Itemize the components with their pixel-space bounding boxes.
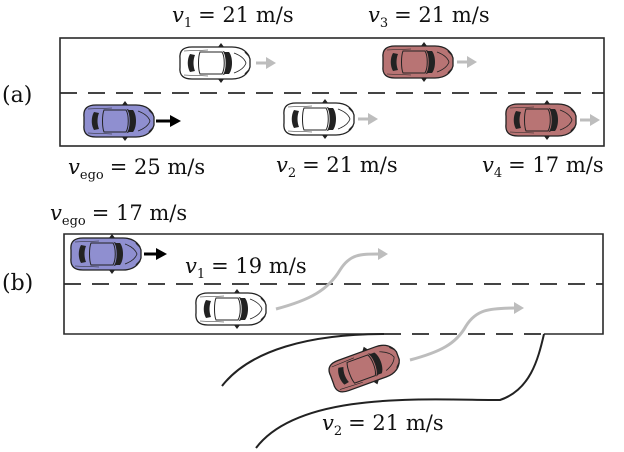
label-v2-a: v2= 21 m/s xyxy=(276,153,398,181)
arrow-v1-b xyxy=(275,248,388,311)
label-v2-b: v2= 21 m/s xyxy=(322,411,444,439)
car-ego-b xyxy=(70,233,142,275)
panel-b: (b) vego= 17 m/s v1= 19 m/ xyxy=(2,201,604,449)
car-v2-a xyxy=(283,98,355,140)
label-v1-a: v1= 21 m/s xyxy=(172,3,294,31)
car-v2-b xyxy=(324,336,406,400)
car-v4-a xyxy=(505,99,577,141)
panel-a: (a) xyxy=(2,3,605,183)
car-v1-b xyxy=(195,288,267,330)
car-v3-a xyxy=(382,41,454,83)
arrow-ego-b xyxy=(144,248,167,260)
arrow-v3-a xyxy=(457,56,477,68)
arrow-v4-a xyxy=(580,114,600,126)
car-ego-a xyxy=(83,100,155,142)
arrow-v1-a xyxy=(256,57,276,69)
label-v1-b: v1= 19 m/s xyxy=(185,254,307,282)
arrow-v2-a xyxy=(358,113,378,125)
ramp-edge-left xyxy=(221,333,385,387)
label-ego-b: vego= 17 m/s xyxy=(50,201,187,229)
ramp-edge-right xyxy=(255,333,545,449)
label-v4-a: v4= 17 m/s xyxy=(482,153,604,181)
panel-a-tag: (a) xyxy=(2,83,32,108)
road-b xyxy=(63,233,604,335)
arrow-ego-a xyxy=(156,115,181,127)
arrow-v2-b xyxy=(409,302,524,362)
panel-b-tag: (b) xyxy=(2,271,33,296)
road-a xyxy=(59,37,605,147)
label-v3-a: v3= 21 m/s xyxy=(368,3,490,31)
label-ego-a: vego= 25 m/s xyxy=(68,155,205,183)
car-v1-a xyxy=(179,42,251,84)
